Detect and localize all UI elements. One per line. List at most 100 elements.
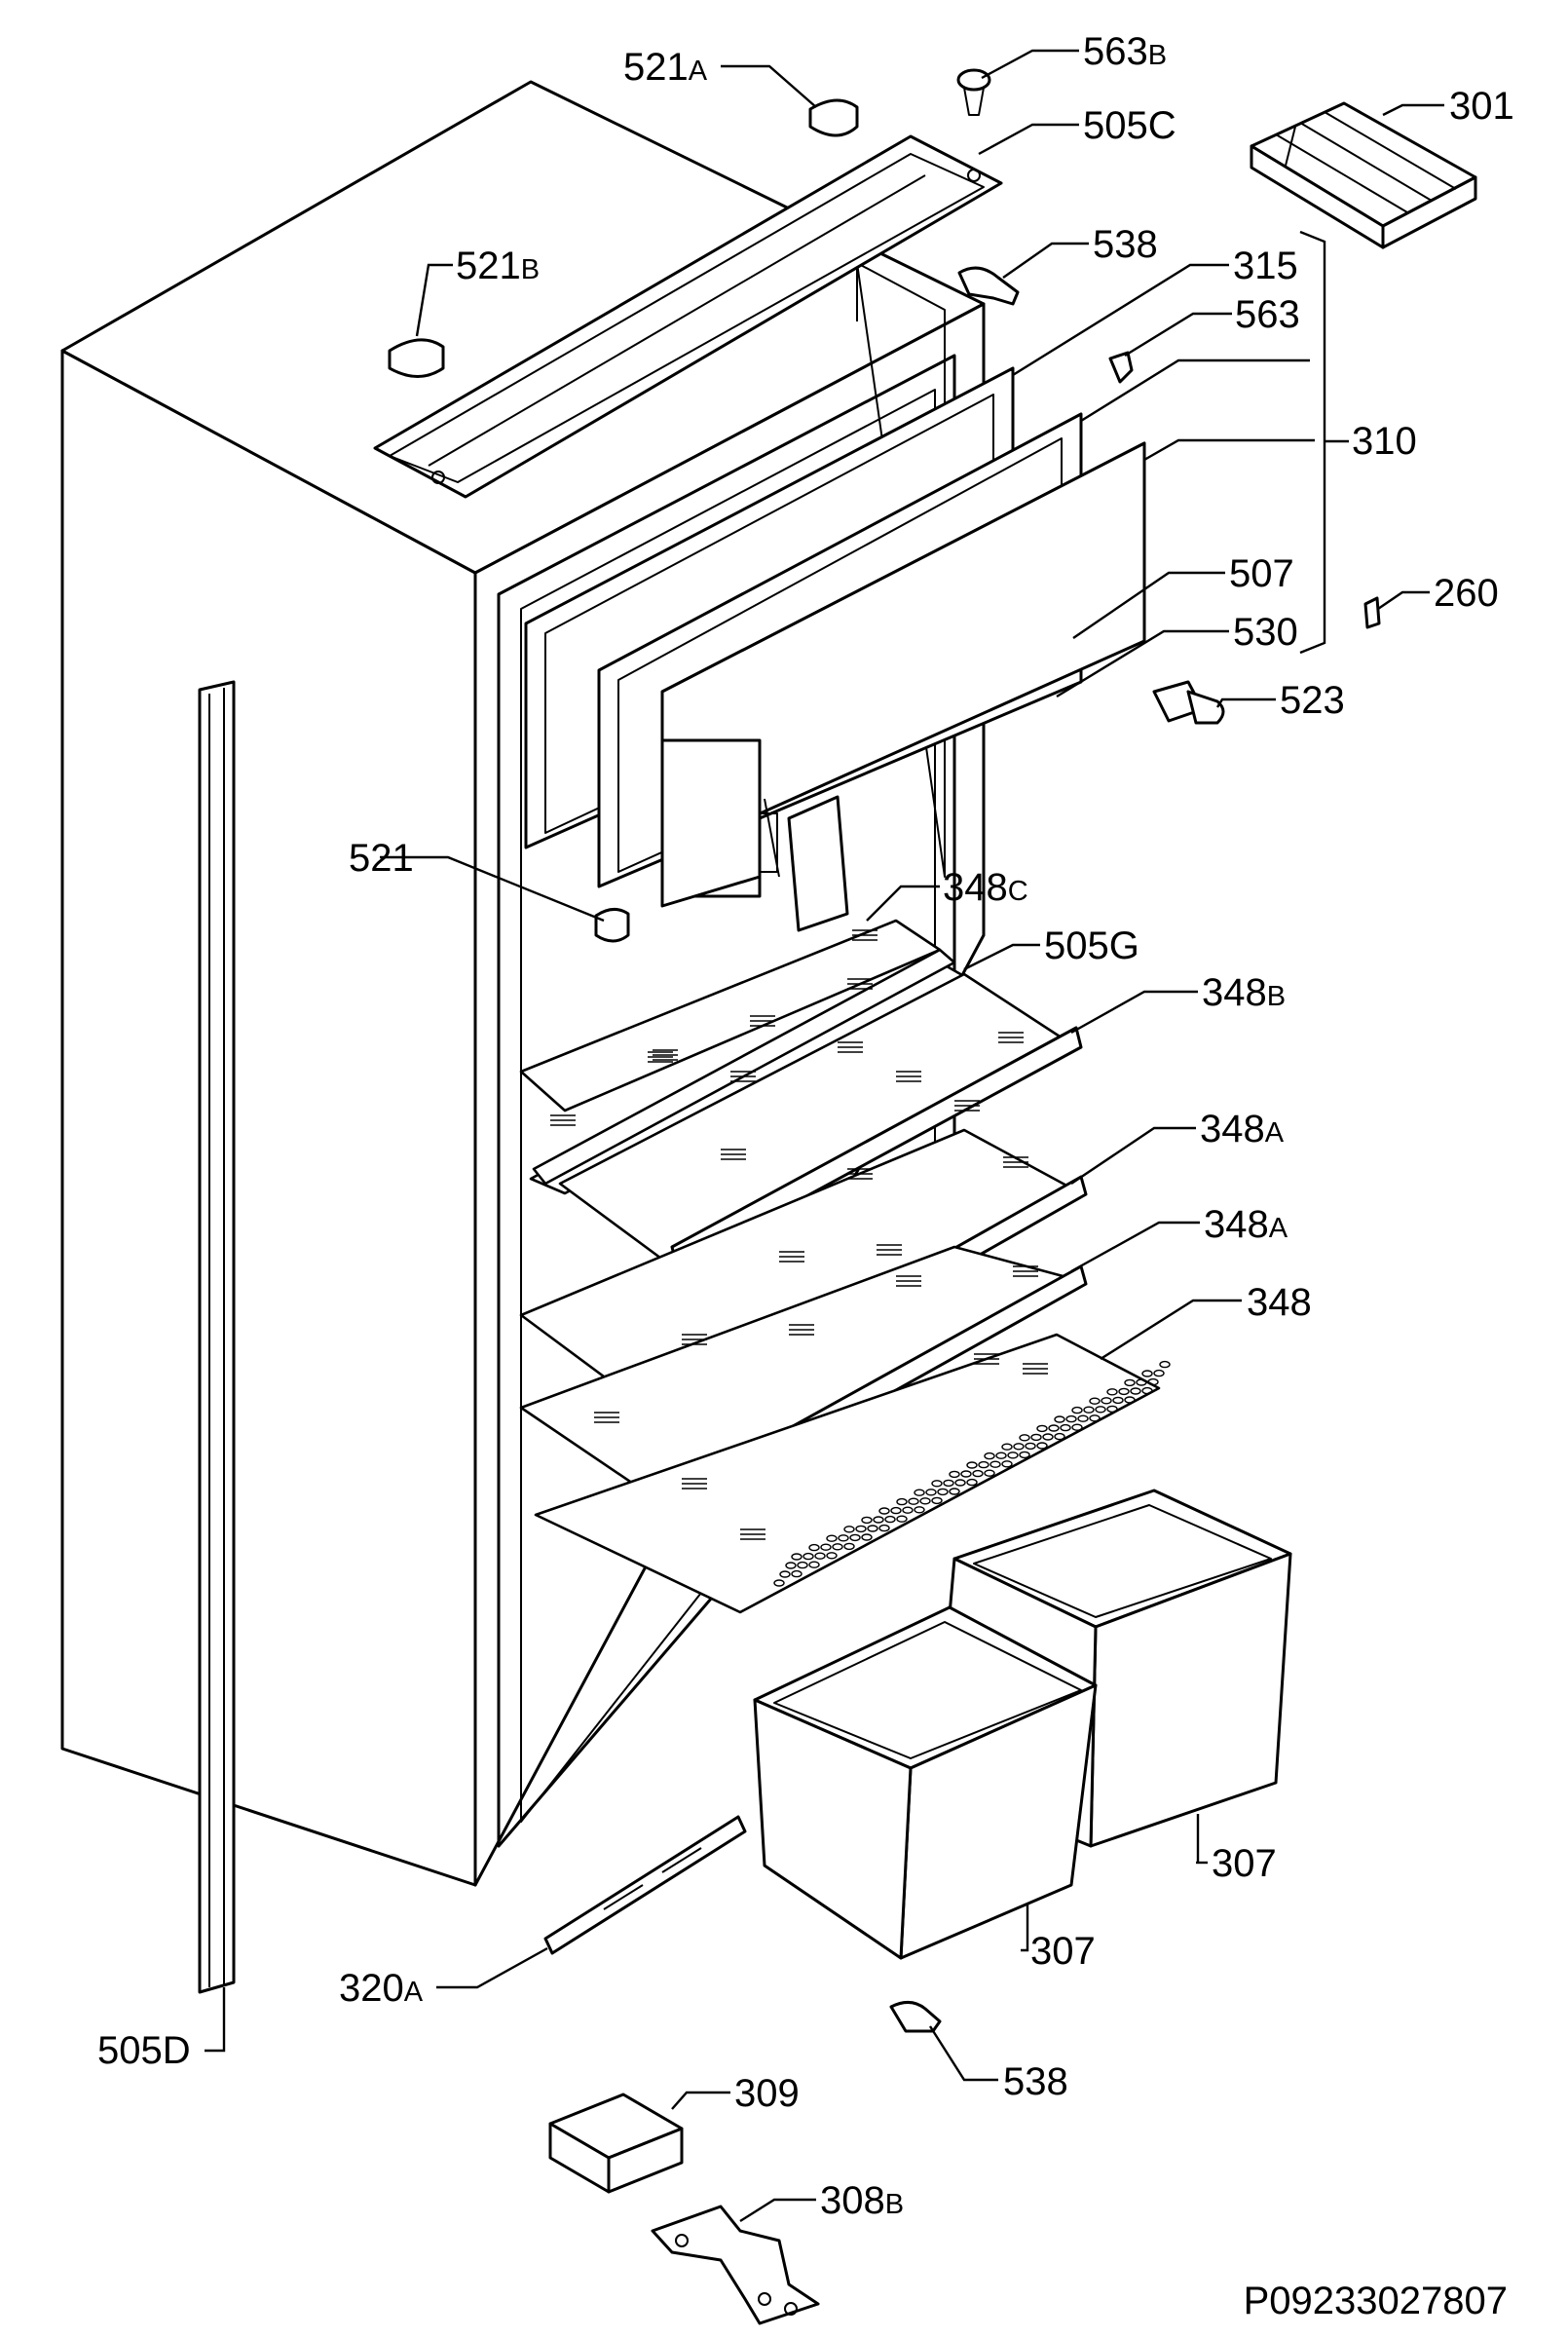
perforation-hole (1071, 1406, 1083, 1414)
callout-label: 320A (339, 1967, 424, 2010)
perforation-hole (925, 1489, 937, 1496)
perforation-hole (914, 1489, 925, 1496)
callout-suffix: A (404, 1977, 424, 2008)
perforation-hole (861, 1516, 873, 1525)
perforation-hole (1136, 1378, 1147, 1386)
callout-label: 521A (623, 46, 708, 89)
callout-label: 348B (1202, 971, 1286, 1014)
perforation-hole (1089, 1414, 1101, 1422)
cap-521 (594, 908, 630, 943)
block-309 (548, 2093, 684, 2194)
perforation-hole (1019, 1434, 1030, 1442)
hinge-530 (759, 795, 849, 932)
perforation-hole (878, 1524, 890, 1532)
perforation-hole (884, 1515, 896, 1524)
perforation-hole (1118, 1387, 1130, 1396)
callout-number: 348 (1247, 1281, 1312, 1324)
perforation-hole (966, 1461, 978, 1469)
perforation-hole (1130, 1387, 1141, 1395)
perforation-hole (1141, 1386, 1153, 1395)
perforation-hole (896, 1497, 908, 1506)
perforation-hole (908, 1497, 919, 1505)
perforation-hole (1147, 1377, 1159, 1386)
perforation-hole (949, 1470, 960, 1479)
perforation-hole (779, 1570, 791, 1578)
callout-number: 310 (1352, 420, 1417, 463)
perforation-hole (1030, 1433, 1042, 1442)
cap-521a (808, 98, 859, 137)
callout-suffix: B (521, 254, 540, 285)
perforation-hole (914, 1506, 925, 1514)
callout-label: 348C (943, 866, 1028, 909)
screw-563 (1108, 351, 1134, 384)
bracket-538 (957, 266, 1020, 306)
callout-label: 563B (1083, 30, 1167, 73)
rail-320a (543, 1815, 747, 1955)
callout-number: 521 (623, 46, 689, 89)
perforation-hole (1089, 1397, 1101, 1405)
freezer-flap-507 (660, 441, 1146, 908)
perforation-hole (861, 1533, 873, 1541)
callout-label: 538 (1093, 223, 1158, 266)
perforation-hole (1101, 1397, 1112, 1405)
perforation-hole (1001, 1460, 1013, 1468)
perforation-hole (1060, 1423, 1071, 1432)
perforation-hole (826, 1552, 838, 1560)
perforation-hole (1112, 1396, 1124, 1405)
perforation-hole (773, 1579, 785, 1587)
perforation-hole (1019, 1451, 1030, 1459)
callout-label: 309 (734, 2072, 800, 2115)
bracket-538-bottom (889, 2001, 942, 2033)
perforation-hole (832, 1543, 843, 1551)
perforation-hole (984, 1452, 995, 1460)
perforation-hole (943, 1479, 954, 1488)
callout-number: 315 (1233, 245, 1298, 287)
perforation-hole (1048, 1424, 1060, 1432)
perforation-hole (826, 1534, 838, 1542)
perforation-hole (1141, 1370, 1153, 1377)
perforation-hole (867, 1525, 878, 1532)
perforation-hole (1025, 1442, 1036, 1451)
callout-number: 538 (1093, 223, 1158, 266)
callout-suffix: B (885, 2189, 904, 2220)
callout-number: 308 (820, 2179, 885, 2222)
clip-260 (1363, 596, 1381, 629)
perforation-hole (1071, 1423, 1083, 1431)
callout-label: 521B (456, 245, 540, 287)
cap-521b (388, 338, 445, 378)
callout-number: 505C (1083, 104, 1176, 147)
callout-number: 563 (1235, 293, 1300, 336)
perforation-hole (1106, 1388, 1118, 1396)
callout-number: 563 (1083, 30, 1148, 73)
leader-lines (205, 49, 1444, 2223)
callout-label: 348 (1247, 1281, 1312, 1324)
callout-label: 348A (1200, 1108, 1285, 1150)
drawing-code: P09233027807 (1244, 2280, 1508, 2322)
callout-number: 309 (734, 2072, 800, 2115)
callout-number: 260 (1434, 572, 1499, 615)
perforation-hole (838, 1534, 849, 1542)
perforation-hole (896, 1515, 908, 1523)
callout-number: 320 (339, 1967, 404, 2010)
perforation-hole (890, 1506, 902, 1515)
perforation-hole (1013, 1443, 1025, 1451)
perforation-hole (1077, 1414, 1089, 1422)
perforation-hole (878, 1507, 890, 1515)
callout-label: 523 (1280, 679, 1345, 722)
perforation-hole (797, 1561, 808, 1569)
perforation-hole (849, 1533, 861, 1542)
callout-number: 348 (1204, 1203, 1269, 1246)
callout-label: 307 (1030, 1930, 1096, 1973)
group-bracket-310 (1299, 230, 1349, 655)
perforation-hole (791, 1569, 803, 1578)
perforation-hole (1065, 1414, 1077, 1423)
perforation-hole (919, 1497, 931, 1505)
callout-suffix: A (689, 56, 708, 87)
callout-label: 348A (1204, 1203, 1288, 1246)
callout-number: 505D (97, 2029, 191, 2072)
callout-label: 563 (1235, 293, 1300, 336)
thermostat-523 (1152, 680, 1225, 725)
door-seal-strip-505d (198, 680, 236, 1994)
